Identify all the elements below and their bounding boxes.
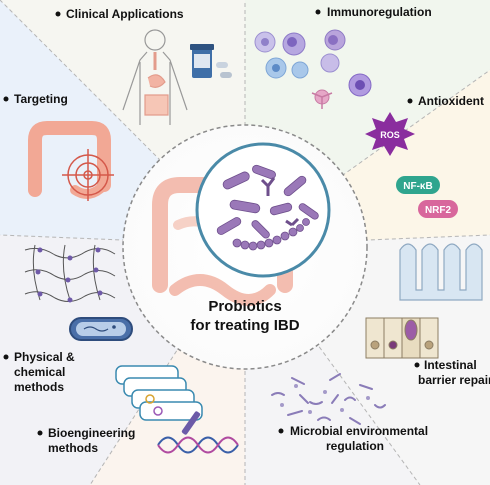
label-immuno: Immunoregulation bbox=[327, 5, 432, 19]
epithelial-cells-icon bbox=[365, 317, 439, 359]
badge-ros: ROS bbox=[380, 130, 400, 140]
label-physical-line3: methods bbox=[14, 380, 64, 394]
bacteria-cluster bbox=[216, 164, 319, 251]
label-microbial-line2: regulation bbox=[326, 439, 384, 453]
bullet-bioeng bbox=[37, 430, 43, 436]
bacteria-lens bbox=[195, 142, 331, 278]
label-bioeng-line1: Bioengineering bbox=[48, 426, 135, 440]
microbe-dots bbox=[280, 384, 370, 414]
target-crosshair-icon bbox=[62, 149, 114, 201]
badge-nrf2: NRF2 bbox=[425, 205, 452, 216]
badge-nfkb-bg bbox=[396, 176, 440, 194]
label-physical-line2: chemical bbox=[14, 365, 65, 379]
bullet-microbial bbox=[278, 428, 284, 434]
label-physical-line1: Physical & bbox=[14, 350, 75, 364]
bullet-targeting bbox=[3, 96, 9, 102]
crosslink-dots bbox=[35, 247, 103, 303]
center-title-line1: Probiotics bbox=[208, 298, 281, 315]
label-antioxidant: Antioxident bbox=[418, 94, 484, 108]
ros-starburst bbox=[365, 112, 415, 156]
label-microbial-line1: Microbial environmental bbox=[290, 424, 428, 438]
villi-icon bbox=[399, 243, 483, 301]
pill-bottle-icon bbox=[190, 44, 232, 78]
label-barrier-line1: Intestinal bbox=[424, 358, 477, 372]
label-bioeng-line2: methods bbox=[48, 441, 98, 455]
dna-helix-icon bbox=[157, 436, 239, 454]
label-targeting: Targeting bbox=[14, 92, 68, 106]
capsule-bacterium-icon bbox=[69, 317, 133, 341]
stacked-plasmids-icon bbox=[115, 365, 203, 421]
label-barrier-line2: barrier repair bbox=[418, 373, 490, 387]
bullet-clinical bbox=[55, 11, 61, 17]
bullet-physical bbox=[3, 354, 9, 360]
microbes-scatter-icon bbox=[271, 373, 386, 425]
badge-nfkb: NF-κB bbox=[403, 181, 432, 192]
badge-nrf2-bg bbox=[418, 200, 458, 218]
immune-cells-icon bbox=[254, 29, 372, 109]
human-body-icon bbox=[122, 29, 188, 125]
pen-icon bbox=[181, 411, 201, 435]
bullet-antioxidant bbox=[407, 98, 413, 104]
center-title-line2: for treating IBD bbox=[190, 317, 299, 334]
bullet-barrier bbox=[414, 362, 420, 368]
bullet-immuno bbox=[315, 9, 321, 15]
label-clinical: Clinical Applications bbox=[66, 7, 184, 21]
